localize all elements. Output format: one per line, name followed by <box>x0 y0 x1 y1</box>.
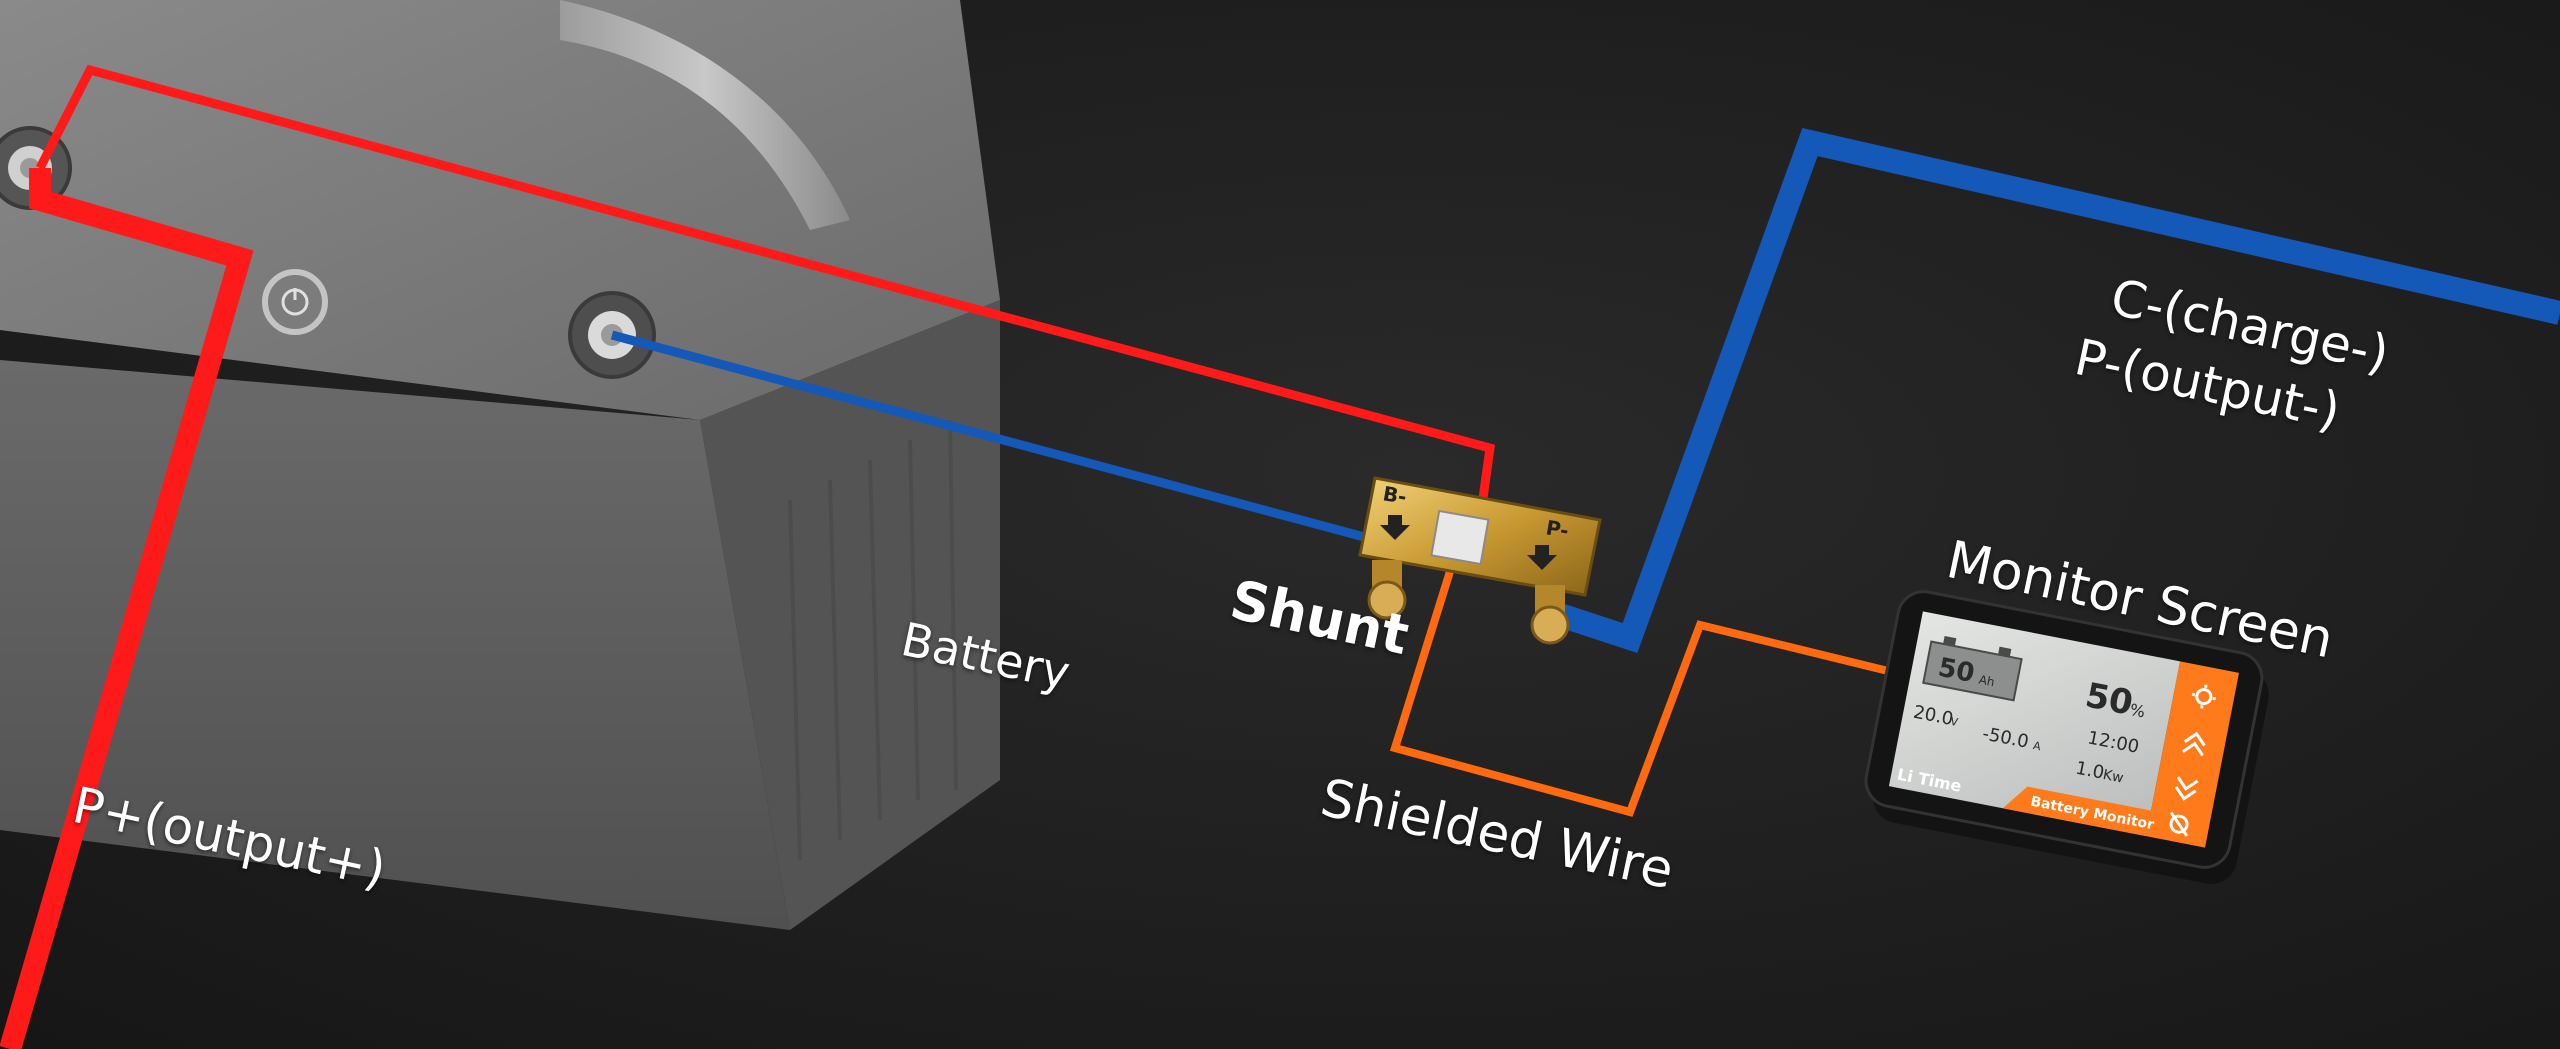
current-unit: A <box>2032 739 2042 753</box>
output-negative-wire <box>1556 127 2560 654</box>
shunt-device: B- P- <box>1358 476 1602 645</box>
positive-wire-to-shunt <box>35 64 1496 521</box>
battery-to-shunt-negative-wire <box>610 330 1370 543</box>
shunt-bolt-left <box>1367 560 1407 620</box>
battery <box>0 0 1000 930</box>
power-button-icon <box>262 269 328 335</box>
power-toggle-icon[interactable] <box>2167 811 2190 837</box>
monitor-side-panel <box>2146 661 2239 848</box>
percent-value: 50 <box>2082 675 2136 723</box>
shunt-bolt-right <box>1530 585 1570 645</box>
battery-ribs <box>788 419 958 861</box>
arrow-down-icon <box>1527 545 1557 570</box>
chevron-up-icon[interactable] <box>2182 731 2206 757</box>
chevron-down-icon[interactable] <box>2174 776 2199 801</box>
voltage-unit: V <box>1949 715 1959 729</box>
monitor-badge-area <box>2002 786 2152 837</box>
percent-unit: % <box>2128 700 2147 722</box>
settings-icon[interactable] <box>2190 683 2218 711</box>
battery-gauge-icon <box>1922 640 2023 702</box>
capacity-value: 50 <box>1936 653 1977 689</box>
power-unit: Kw <box>2102 767 2125 787</box>
positive-output-wire <box>0 168 254 1049</box>
battery-top <box>0 0 1000 420</box>
shunt-p-minus-label: P- <box>1544 515 1570 543</box>
battery-handle <box>560 0 850 230</box>
monitor-device: 50 Ah 50 % 20.0 V -50.0 A 12:00 1.0 Kw L… <box>1864 590 2269 884</box>
capacity-unit: Ah <box>1978 672 1996 689</box>
shunt-b-minus-label: B- <box>1381 481 1408 509</box>
battery-side <box>0 360 790 930</box>
shunt-connector <box>1430 509 1490 566</box>
arrow-down-icon <box>1380 515 1410 540</box>
battery-front <box>700 300 1000 930</box>
shielded-wire <box>1389 563 1926 817</box>
